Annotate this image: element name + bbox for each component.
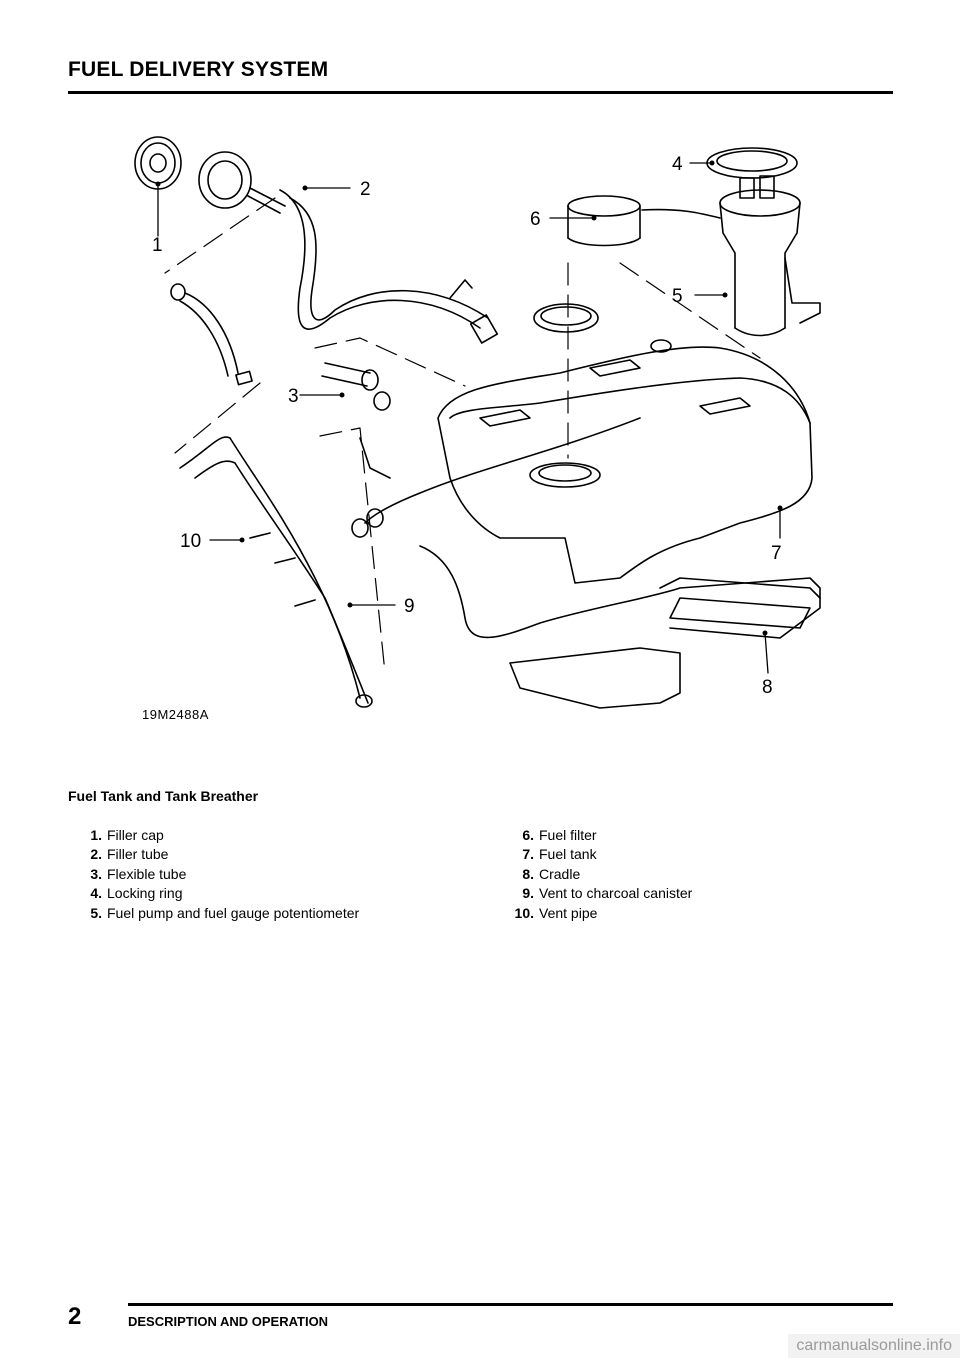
vent-pipe-part bbox=[179, 436, 373, 708]
header-divider bbox=[68, 91, 893, 94]
legend-number: 2. bbox=[90, 846, 102, 863]
legend-label: Vent pipe bbox=[539, 904, 598, 921]
legend-right: 6. Fuel filter 7. Fuel tank 8. Cradle 9. Ven… bbox=[500, 826, 693, 923]
legend-number: 10. bbox=[514, 904, 534, 921]
legend-number: 5. bbox=[90, 904, 102, 921]
callout-1: 1 bbox=[152, 235, 163, 256]
legend-item: 8. Cradle bbox=[500, 865, 692, 884]
footer-divider bbox=[128, 1303, 893, 1306]
fuel-tank-part bbox=[437, 339, 813, 584]
callout-10: 10 bbox=[180, 531, 201, 552]
legend-left: 1. Filler cap 2. Filler tube 3. Flexible tu… bbox=[68, 826, 359, 923]
cradle-part bbox=[419, 545, 821, 709]
locking-ring-part bbox=[533, 147, 798, 333]
figure-caption: Fuel Tank and Tank Breather bbox=[68, 788, 259, 804]
figure-id: 19M2488A bbox=[142, 707, 209, 722]
filler-tube-part bbox=[198, 151, 499, 344]
legend-label: Cradle bbox=[539, 865, 581, 882]
legend-label: Locking ring bbox=[107, 885, 183, 902]
breather-hose-part bbox=[170, 283, 253, 386]
legend-item: 3. Flexible tube bbox=[68, 865, 359, 884]
fuel-system-diagram: 1 2 3 4 5 6 7 8 9 10 bbox=[134, 136, 821, 709]
legend-number: 9. bbox=[522, 885, 534, 902]
legend-item: 7. Fuel tank bbox=[500, 845, 692, 864]
legend-item: 9. Vent to charcoal canister bbox=[500, 884, 692, 903]
callout-6: 6 bbox=[530, 209, 541, 230]
callout-leaders bbox=[157, 162, 781, 674]
legend-item: 5. Fuel pump and fuel gauge potentiometer bbox=[68, 904, 359, 923]
callout-2: 2 bbox=[360, 179, 371, 200]
legend-item: 6. Fuel filter bbox=[500, 826, 692, 845]
legend-item: 4. Locking ring bbox=[68, 884, 359, 903]
callout-9: 9 bbox=[404, 596, 415, 617]
legend-number: 7. bbox=[522, 846, 534, 863]
footer-section-title: DESCRIPTION AND OPERATION bbox=[128, 1314, 329, 1329]
fuel-filter-part bbox=[567, 195, 721, 247]
assembly-lines bbox=[164, 197, 761, 674]
page-number: 2 bbox=[68, 1303, 82, 1330]
legend-item: 1. Filler cap bbox=[68, 826, 359, 845]
legend-label: Fuel tank bbox=[539, 846, 597, 863]
callout-4: 4 bbox=[672, 154, 683, 175]
legend-number: 4. bbox=[90, 885, 102, 902]
callout-7: 7 bbox=[771, 543, 782, 564]
legend-number: 3. bbox=[90, 865, 102, 882]
legend-label: Vent to charcoal canister bbox=[539, 885, 693, 902]
legend-number: 1. bbox=[90, 827, 102, 843]
fuel-pump-part bbox=[719, 175, 821, 337]
legend-label: Fuel filter bbox=[539, 827, 597, 843]
legend-label: Filler tube bbox=[107, 846, 169, 863]
legend-label: Flexible tube bbox=[107, 865, 187, 882]
callout-5: 5 bbox=[672, 286, 683, 307]
legend-number: 8. bbox=[522, 865, 534, 882]
page-title: FUEL DELIVERY SYSTEM bbox=[68, 58, 329, 81]
legend-number: 6. bbox=[522, 827, 534, 843]
legend-label: Fuel pump and fuel gauge potentiometer bbox=[107, 904, 360, 921]
legend-item: 2. Filler tube bbox=[68, 845, 359, 864]
watermark[interactable]: carmanualsonline.info bbox=[788, 1334, 960, 1358]
callout-8: 8 bbox=[762, 677, 773, 698]
flexible-tube-part bbox=[321, 362, 391, 411]
vent-line-part bbox=[351, 417, 641, 538]
legend-label: Filler cap bbox=[107, 827, 164, 843]
callout-3: 3 bbox=[288, 386, 299, 407]
legend-item: 10. Vent pipe bbox=[500, 904, 692, 923]
filler-cap-part bbox=[134, 136, 182, 190]
